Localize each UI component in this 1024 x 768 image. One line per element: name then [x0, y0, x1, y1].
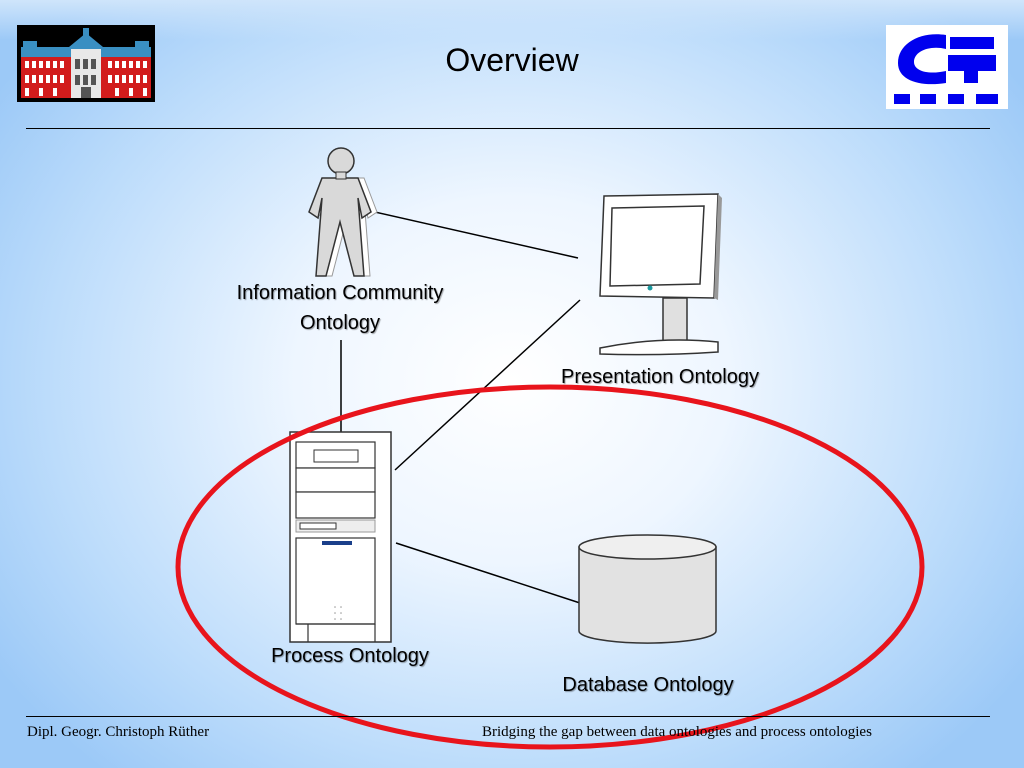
edge-process-presentation: [394, 299, 581, 471]
monitor-icon: [599, 193, 722, 356]
slide-top-glow: [0, 0, 1024, 40]
label-information-community-line2: Ontology: [299, 312, 381, 334]
footer-divider: [26, 716, 990, 717]
label-presentation-ontology: Presentation Ontology: [561, 366, 759, 388]
header-divider: [26, 128, 990, 129]
database-cylinder-icon: [578, 534, 717, 644]
label-process-ontology: Process Ontology: [271, 645, 429, 667]
label-information-community-line1: Information Community: [236, 282, 444, 304]
label-database-ontology: Database Ontology: [562, 674, 734, 696]
footer-talk-title: Bridging the gap between data ontologies…: [482, 724, 872, 740]
person-icon: [308, 147, 378, 277]
edge-process-database: [395, 542, 581, 604]
slide-title: Overview: [445, 42, 579, 78]
palace-building-logo: [17, 25, 155, 102]
edge-community-presentation: [374, 211, 579, 259]
ifgi-logo: [886, 25, 1008, 109]
footer-author: Dipl. Geogr. Christoph Rüther: [27, 724, 210, 740]
label-information-community: Information Community Ontology: [190, 278, 490, 338]
highlight-ellipse: [175, 384, 925, 750]
server-tower-icon: [289, 431, 392, 643]
